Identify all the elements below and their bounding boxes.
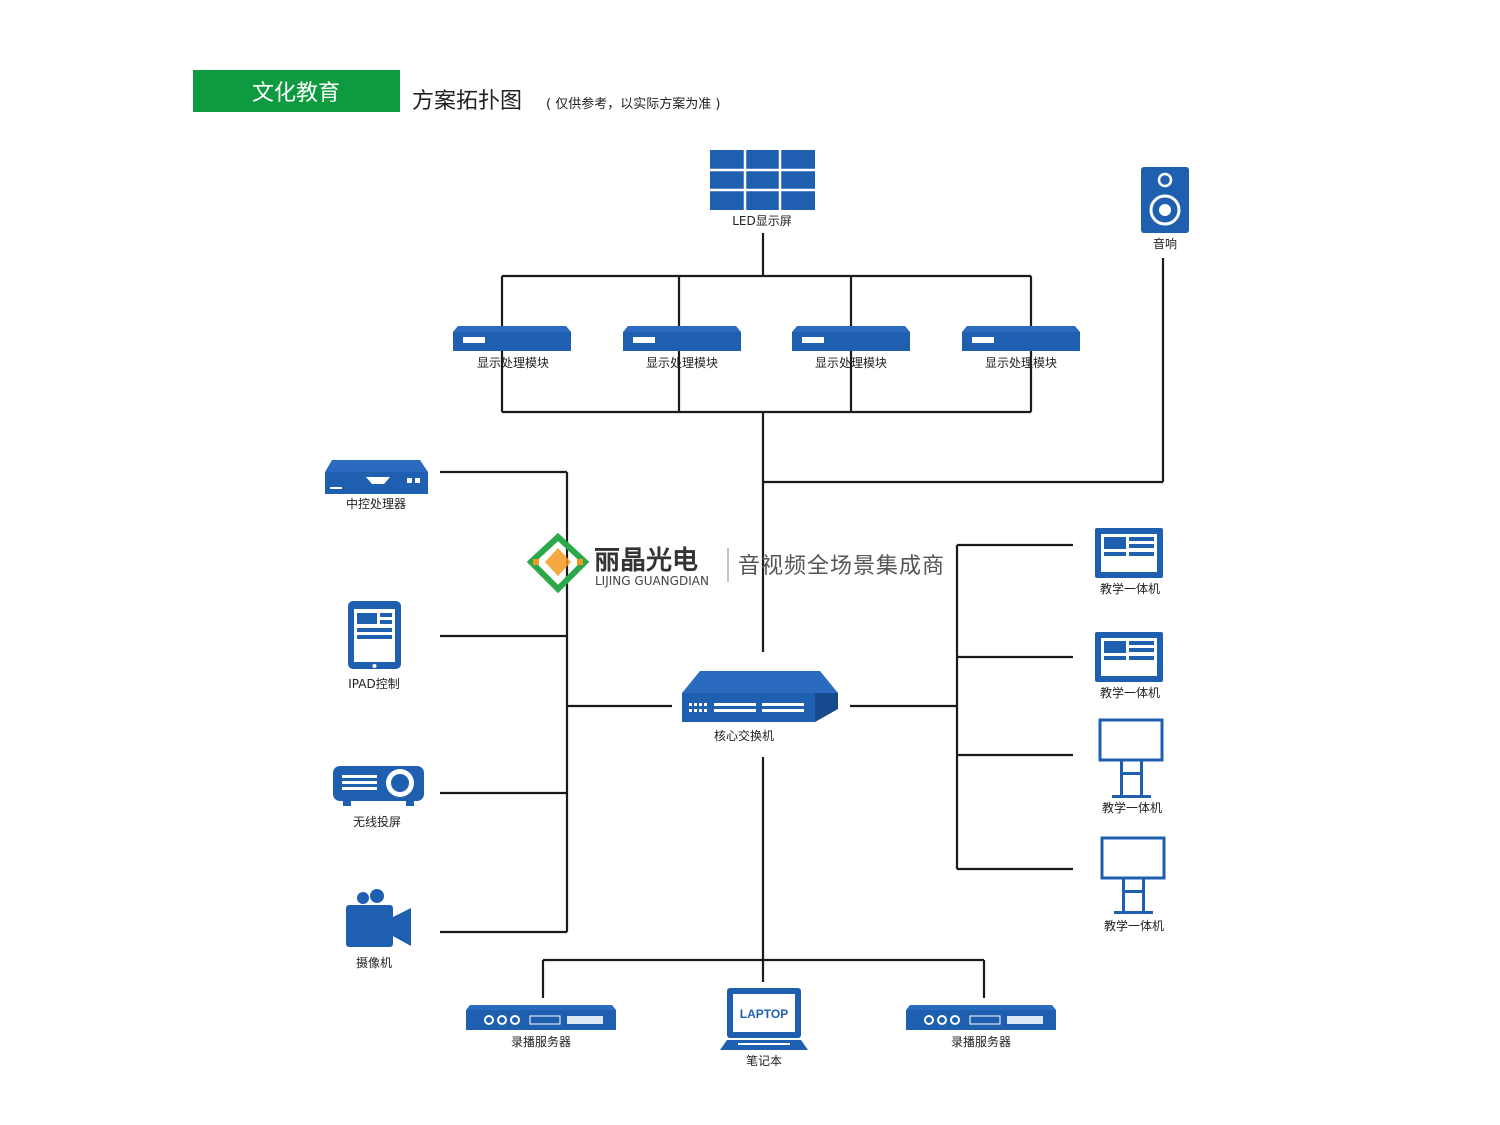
teaching-stand-display-icon xyxy=(1100,836,1166,914)
camera-label: 摄像机 xyxy=(356,955,392,970)
laptop-icon xyxy=(720,988,808,1050)
connection-lines xyxy=(440,233,1165,998)
teaching-display-label-3: 教学一体机 xyxy=(1102,800,1162,815)
recording-server-icon xyxy=(466,1005,616,1030)
display-processor-label-3: 显示处理模块 xyxy=(815,356,887,370)
category-badge xyxy=(193,70,400,112)
recording-server-label-1: 录播服务器 xyxy=(511,1034,571,1049)
teaching-stand-display-icon xyxy=(1098,718,1164,798)
led-display-label: LED显示屏 xyxy=(732,214,792,228)
display-processor-label-1: 显示处理模块 xyxy=(477,356,549,370)
page-title: 方案拓扑图 xyxy=(412,89,522,114)
speaker-icon xyxy=(1141,167,1189,233)
laptop-label: 笔记本 xyxy=(746,1053,782,1068)
teaching-display-label-1: 教学一体机 xyxy=(1100,581,1160,596)
projector-icon xyxy=(333,766,424,806)
display-processor-icon xyxy=(962,326,1080,351)
teaching-display-icon xyxy=(1095,528,1163,578)
speaker-label: 音响 xyxy=(1153,236,1177,251)
central-controller-label: 中控处理器 xyxy=(346,496,406,511)
teaching-display-label-2: 教学一体机 xyxy=(1100,685,1160,700)
brand-name-cn: 丽晶光电 xyxy=(594,546,698,576)
ipad-label: IPAD控制 xyxy=(348,677,399,691)
display-processor-icon xyxy=(623,326,741,351)
teaching-display-label-4: 教学一体机 xyxy=(1104,918,1164,933)
display-processor-icon xyxy=(792,326,910,351)
display-processor-label-2: 显示处理模块 xyxy=(646,356,718,370)
page-subtitle: ( 仅供参考，以实际方案为准 ) xyxy=(546,96,720,112)
network-switch-icon xyxy=(682,671,838,722)
central-controller-icon xyxy=(325,460,428,494)
display-processor-label-4: 显示处理模块 xyxy=(985,356,1057,370)
brand-logo-icon xyxy=(526,532,590,594)
teaching-display-icon xyxy=(1095,632,1163,682)
category-badge-label: 文化教育 xyxy=(252,81,340,106)
tablet-icon xyxy=(348,601,401,669)
core-switch-label: 核心交换机 xyxy=(714,728,774,743)
laptop-screen-text: LAPTOP xyxy=(740,1007,788,1021)
video-camera-icon xyxy=(346,889,411,947)
recording-server-label-2: 录播服务器 xyxy=(951,1034,1011,1049)
led-display-icon xyxy=(710,150,815,210)
recording-server-icon xyxy=(906,1005,1056,1030)
wireless-casting-label: 无线投屏 xyxy=(353,814,401,829)
brand-slogan: 音视频全场景集成商 xyxy=(738,554,945,579)
display-processor-icon xyxy=(453,326,571,351)
brand-name-en: LIJING GUANGDIAN xyxy=(595,574,709,588)
